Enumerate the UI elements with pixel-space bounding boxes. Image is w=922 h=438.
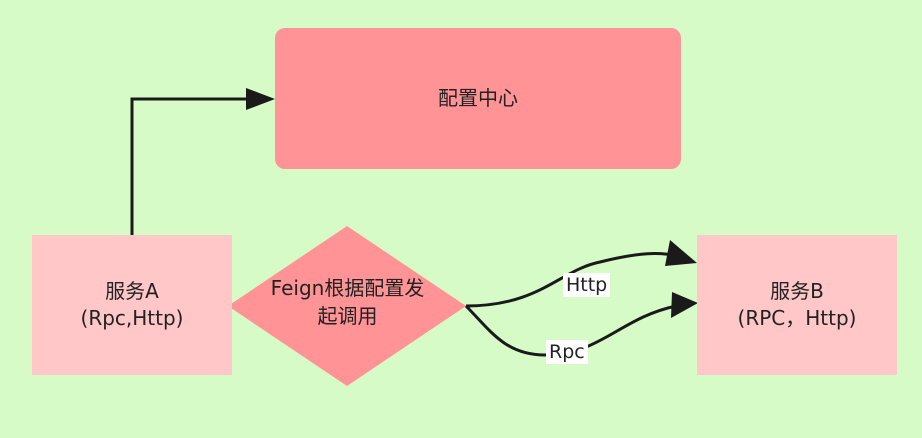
edge-http — [465, 252, 679, 308]
config-center-label: 配置中心 — [438, 86, 518, 110]
decision-label: Feign根据配置发 起调用 — [240, 274, 455, 330]
edge-a-to-config — [130, 97, 250, 236]
service-b-node: 服务B (RPC，Http) — [697, 235, 897, 375]
service-a-node: 服务A (Rpc,Http) — [32, 235, 232, 375]
arrowhead-rpc — [671, 292, 698, 318]
service-b-protocols: (RPC，Http) — [737, 306, 857, 330]
service-a-name: 服务A — [105, 279, 159, 303]
decision-label-line2: 起调用 — [317, 304, 378, 328]
decision-diamond — [228, 226, 466, 386]
arrowhead-http — [665, 240, 697, 266]
edge-label-http: Http — [563, 273, 611, 297]
service-a-protocols: (Rpc,Http) — [80, 306, 184, 330]
edge-label-rpc: Rpc — [546, 340, 588, 364]
decision-label-line1: Feign根据配置发 — [270, 276, 425, 300]
config-center-node: 配置中心 — [275, 28, 681, 169]
service-b-name: 服务B — [770, 279, 824, 303]
arrowhead-config — [246, 88, 275, 110]
edge-rpc — [464, 304, 677, 357]
